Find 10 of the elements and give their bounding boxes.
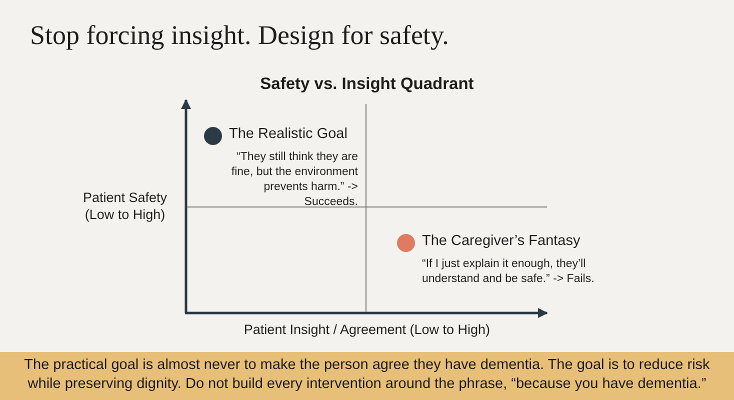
chart-title: Safety vs. Insight Quadrant — [259, 75, 475, 94]
quadrant-heading: The Realistic Goal — [229, 126, 348, 142]
page-title: Stop forcing insight. Design for safety. — [30, 20, 449, 51]
quadrant-heading: The Caregiver’s Fantasy — [422, 233, 580, 249]
quadrant-quote: “If I just explain it enough, they’ll understand and be safe.” -> Fails. — [422, 257, 596, 287]
x-axis-label: Patient Insight / Agreement (Low to High) — [242, 322, 492, 337]
footer-text: The practical goal is almost never to make the person agree they have dementia. The goal is to reduce risk while preserving dignity. Do not build every intervention around the phrase, “because you have dementia.” — [23, 356, 711, 394]
quadrant-quote: “They still think they are fine, but the environment prevents harm.” -> Succeeds. — [230, 150, 358, 210]
footer-banner — [0, 352, 734, 400]
y-axis-label: Patient Safety (Low to High) — [82, 189, 168, 223]
